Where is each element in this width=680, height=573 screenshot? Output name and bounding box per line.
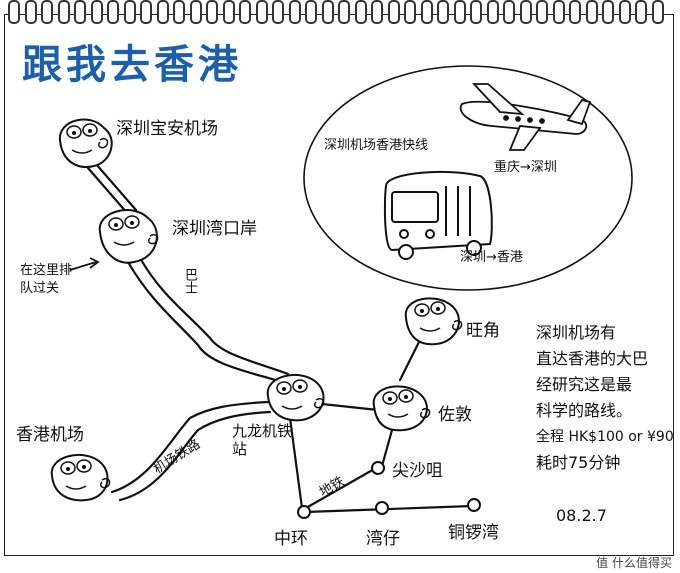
dot-causeway [467, 498, 481, 512]
ring-binding [206, 0, 218, 24]
label-cross-here: 在这里排队过关 [20, 263, 73, 296]
ring-binding [123, 0, 136, 24]
note-line-2: 直达香港的大巴 [536, 349, 649, 368]
ring-binding [470, 0, 482, 24]
ring-binding [519, 0, 532, 24]
route-kowloon-central [288, 416, 304, 510]
label-bubble-express: 深圳机场香港快线 [324, 138, 429, 153]
transport-bubble [303, 65, 633, 291]
label-sz-airport: 深圳宝安机场 [116, 119, 218, 139]
route-jordan-tst [380, 428, 394, 468]
ring-binding [437, 0, 449, 24]
ring-binding [420, 0, 433, 24]
ring-binding [635, 0, 647, 24]
ring-binding [404, 0, 416, 24]
ring-binding [585, 0, 598, 24]
dot-tst [371, 461, 385, 475]
route-note: 深圳机场有 直达香港的大巴 经研究这是最 科学的路线。 全程 HK$100 or… [536, 320, 676, 476]
watermark: 值 什么值得买 [596, 556, 672, 570]
label-causeway: 铜锣湾 [448, 523, 499, 543]
ring-binding [536, 0, 548, 24]
ring-binding [272, 0, 284, 24]
ring-binding [41, 0, 53, 24]
ring-binding [503, 0, 515, 24]
ring-binding [24, 0, 37, 24]
ring-binding [453, 0, 466, 24]
route-central-causeway [304, 504, 474, 514]
note-line-5: 全程 HK$100 or ¥90 [536, 429, 674, 445]
ring-binding [288, 0, 301, 24]
route-sz-airport-bay-a [86, 166, 130, 216]
ring-binding [651, 0, 664, 24]
ring-binding [8, 0, 20, 24]
label-sz-bay: 深圳湾口岸 [172, 219, 257, 239]
route-bay-kowloon-b [138, 256, 290, 376]
page-title: 跟我去香港 [22, 42, 242, 88]
ring-binding [239, 0, 251, 24]
route-sz-airport-bay-b [94, 162, 138, 212]
ring-binding [255, 0, 268, 24]
ring-binding [618, 0, 631, 24]
label-hk-airport: 香港机场 [16, 425, 84, 445]
label-bus: 巴士 [182, 268, 197, 294]
label-bubble-chongqing: 重庆→深圳 [494, 160, 557, 175]
label-mongkok: 旺角 [466, 321, 500, 341]
dot-central [297, 505, 311, 519]
dot-wanchai [375, 501, 389, 515]
ring-binding [173, 0, 185, 24]
route-express-b [118, 410, 272, 502]
ring-binding [602, 0, 614, 24]
ring-binding [371, 0, 383, 24]
note-line-6: 耗时75分钟 [536, 453, 621, 472]
note-line-3: 经研究这是最 [536, 375, 633, 394]
ring-binding [486, 0, 499, 24]
route-jordan-mongkok [398, 338, 422, 382]
route-bay-kowloon-a [126, 260, 284, 384]
label-kowloon: 九龙机铁站 [232, 422, 293, 458]
route-tst-central [304, 466, 378, 510]
ring-binding [569, 0, 581, 24]
label-bubble-sz-hk: 深圳→香港 [460, 250, 523, 265]
label-jordan: 佐敦 [438, 405, 472, 425]
ring-binding [552, 0, 565, 24]
ring-binding [305, 0, 317, 24]
note-line-1: 深圳机场有 [536, 323, 617, 342]
ring-binding [57, 0, 70, 24]
ring-binding [90, 0, 103, 24]
label-wanchai: 湾仔 [366, 529, 400, 549]
ring-binding [74, 0, 86, 24]
route-kowloon-jordan [320, 402, 380, 412]
bus-icon [383, 170, 493, 260]
note-line-4: 科学的路线。 [536, 401, 633, 420]
label-tst: 尖沙咀 [392, 461, 443, 481]
ring-binding [189, 0, 202, 24]
airplane-icon [459, 83, 592, 151]
ring-binding [338, 0, 350, 24]
notebook-rings [8, 0, 672, 26]
ring-binding [107, 0, 119, 24]
note-date: 08.2.7 [556, 506, 607, 525]
ring-binding [222, 0, 235, 24]
label-central: 中环 [274, 529, 308, 549]
ring-binding [156, 0, 169, 24]
route-express-a [110, 400, 270, 494]
ring-binding [140, 0, 152, 24]
paper-sheet [4, 14, 674, 556]
ring-binding [387, 0, 400, 24]
ring-binding [321, 0, 334, 24]
ring-binding [354, 0, 367, 24]
